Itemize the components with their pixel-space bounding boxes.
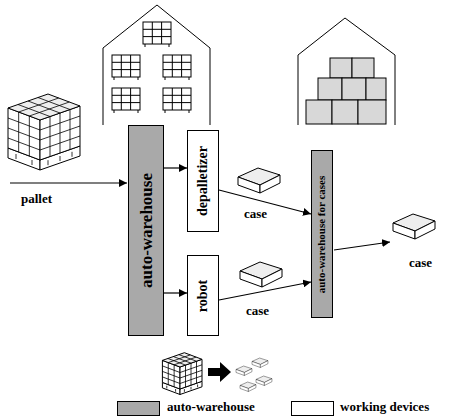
shelf-icon (112, 55, 140, 80)
case-icon (238, 168, 280, 193)
flow-arrow (164, 167, 187, 168)
item-label: pallet (20, 192, 53, 206)
item-label: case (243, 207, 268, 221)
case-icon (240, 262, 282, 287)
node-text: auto-warehouse for cases (317, 175, 328, 293)
shelf-icon (112, 88, 140, 113)
device-box: depalletizer (187, 130, 219, 232)
legend-swatch (291, 401, 334, 416)
node-text: robot (196, 279, 210, 311)
case-icon (393, 214, 435, 239)
shelf-icon (163, 88, 191, 113)
warehouse-building (103, 5, 210, 125)
node-text: auto-warehouse (138, 173, 155, 288)
inflow-arrow (10, 182, 127, 183)
case-stack (306, 58, 386, 124)
flow-arrow (164, 292, 187, 293)
shelf-icon (143, 22, 171, 47)
flow-arrow (219, 282, 311, 300)
loose-cases (236, 358, 272, 392)
block-arrow (208, 362, 231, 382)
pallet-icon (8, 94, 80, 170)
node-text: depalletizer (196, 146, 210, 216)
shelf-icon (163, 55, 191, 80)
device-box: robot (187, 255, 219, 336)
warehouse-band: auto-warehouse (128, 125, 164, 336)
outflow-arrow (334, 242, 390, 250)
item-label: case (245, 304, 270, 318)
pallet-icon (162, 353, 202, 395)
item-label: case (408, 256, 433, 270)
warehouse-band: auto-warehouse for cases (311, 150, 333, 318)
legend-swatch (117, 401, 160, 416)
case-building (298, 18, 395, 125)
legend-text: auto-warehouse (166, 400, 256, 414)
legend-text: working devices (339, 400, 430, 414)
